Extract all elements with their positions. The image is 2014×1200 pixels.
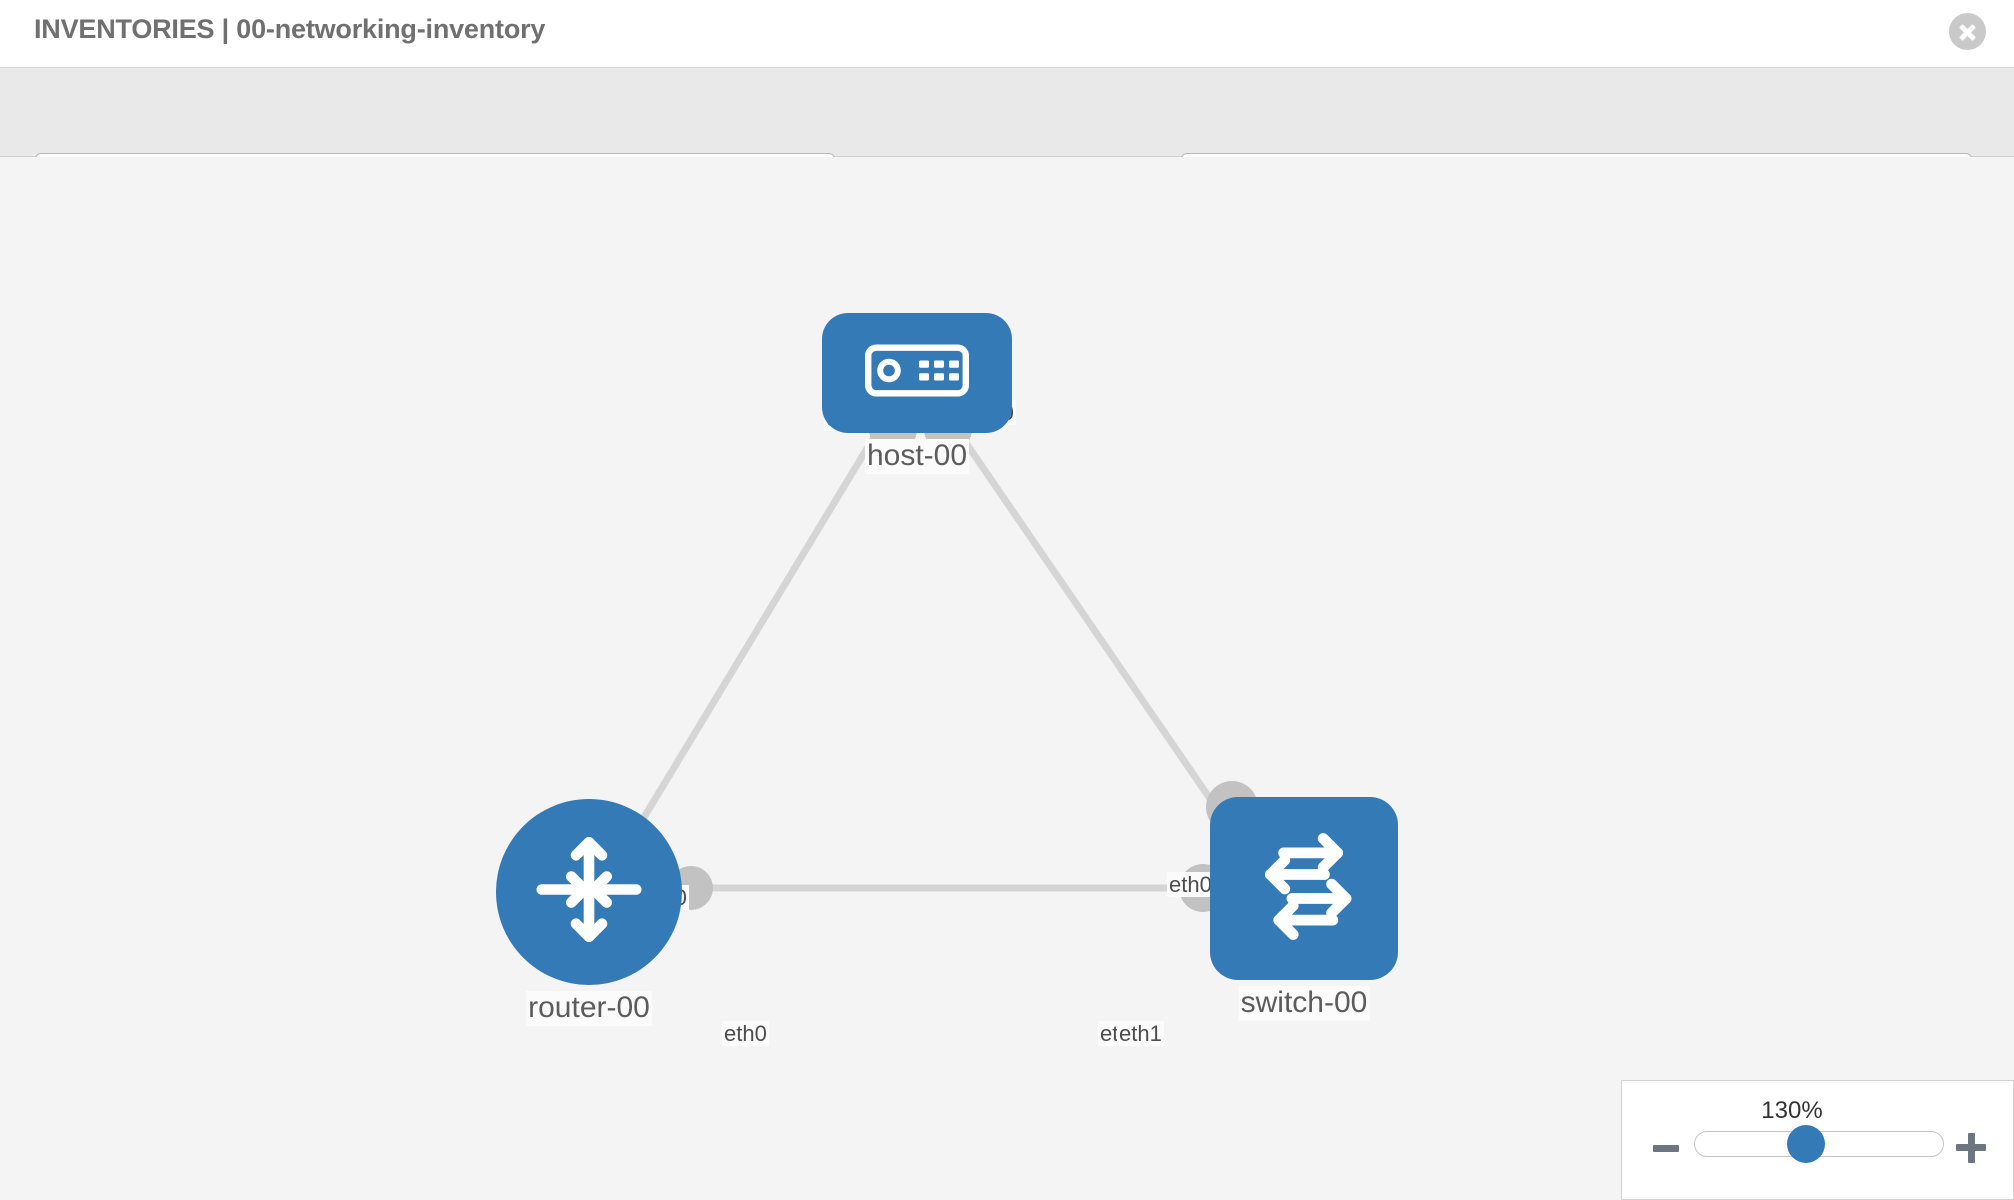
topology-node-router-00[interactable]: router-00 <box>496 799 682 1026</box>
zoom-slider-thumb[interactable] <box>1787 1125 1825 1163</box>
toolbar: ACTIONS SEARCH <box>0 68 2014 210</box>
minus-icon <box>1653 1145 1679 1152</box>
router-arrows-icon <box>530 831 648 954</box>
edge-connector-dots <box>669 405 1258 912</box>
node-shape-switch <box>1210 797 1398 980</box>
topology-node-host-00[interactable]: host-00 <box>822 313 1012 474</box>
edge-label-switch-upper: eth0 <box>1167 872 1214 898</box>
edge-host-switch <box>952 425 1253 859</box>
node-label-router-00: router-00 <box>526 991 652 1026</box>
edge-label-switch-left: eth1 <box>1117 1021 1164 1047</box>
zoom-level-label: 130% <box>1761 1097 1823 1124</box>
zoom-in-button[interactable] <box>1956 1133 1986 1163</box>
zoom-out-button[interactable] <box>1653 1135 1679 1161</box>
page-title: INVENTORIES | 00-networking-inventory <box>34 14 546 44</box>
node-label-host-00: host-00 <box>864 439 970 474</box>
server-icon <box>865 344 969 402</box>
switch-arrows-icon <box>1244 826 1364 951</box>
node-label-switch-00: switch-00 <box>1238 986 1370 1021</box>
edge-host-router <box>617 425 883 859</box>
close-icon[interactable] <box>1949 13 1986 50</box>
page-header: INVENTORIES | 00-networking-inventory <box>0 0 2014 68</box>
edge-label-router-right: eth0 <box>722 1021 769 1047</box>
topology-canvas[interactable]: eth0 eth0 eth0 eth0 eth0 eth eth1 <box>0 157 2014 1200</box>
node-shape-host <box>822 313 1012 433</box>
zoom-control: 130% <box>1621 1080 2014 1200</box>
plus-icon-vertical <box>1967 1133 1975 1163</box>
topology-node-switch-00[interactable]: switch-00 <box>1210 797 1398 1021</box>
